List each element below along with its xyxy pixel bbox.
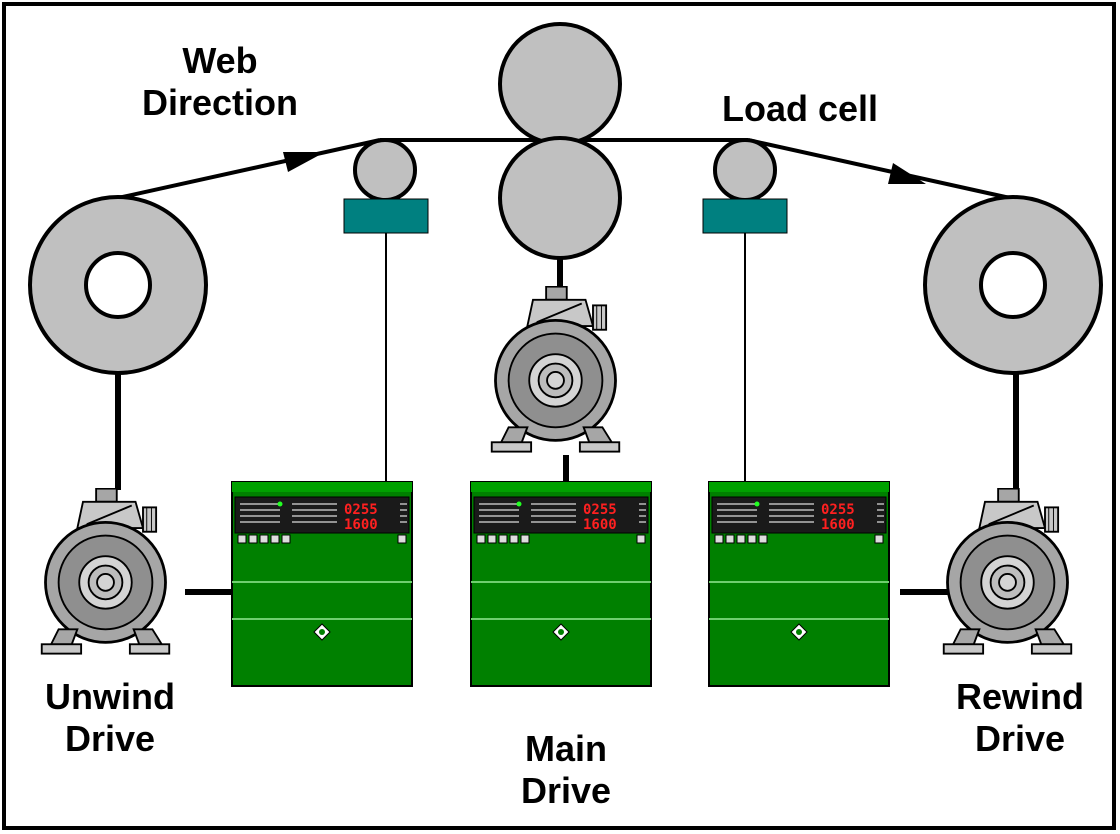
unwind-roll-icon (28, 195, 208, 375)
main-motor-icon (490, 286, 621, 454)
load-cell-label: Load cell (680, 88, 920, 130)
drive-display-panel (234, 496, 410, 534)
keypad-button (498, 534, 508, 544)
top-nip-roll-icon (498, 22, 622, 146)
drive-display-panel (711, 496, 887, 534)
right-load-cell (702, 198, 788, 234)
unwind-motor-icon (40, 488, 171, 656)
logo-center (796, 629, 802, 635)
keypad-button (714, 534, 724, 544)
logo-center (558, 629, 564, 635)
unwind-drive-line-1: Unwind (45, 676, 175, 717)
keypad-button (476, 534, 486, 544)
arrowhead-icon (283, 152, 325, 172)
rewind-roll-icon (923, 195, 1103, 375)
rewind-drive-line-2: Drive (974, 718, 1066, 759)
load-cell-text: Load cell (721, 88, 879, 129)
main-drive-line-1: Main (524, 728, 607, 769)
keypad-button (874, 534, 884, 544)
keypad-button (747, 534, 757, 544)
left-idler-roll-icon (353, 138, 417, 202)
display-line-1: 0255 (583, 502, 617, 518)
drive-top-strip (709, 482, 889, 492)
display-line-2: 1600 (583, 517, 617, 533)
rewind-drive-label: Rewind Drive (920, 676, 1120, 760)
web-direction-label: Web Direction (110, 40, 330, 124)
bottom-nip-roll-icon (498, 136, 622, 260)
keypad-button (281, 534, 291, 544)
main-drive-line-2: Drive (520, 770, 612, 811)
rewind-motor-icon (942, 488, 1073, 656)
keypad-button (270, 534, 280, 544)
drive-top-strip (471, 482, 651, 492)
keypad-button (758, 534, 768, 544)
display-line-2: 1600 (344, 517, 378, 533)
keypad-button (509, 534, 519, 544)
drive-shafts (115, 258, 1019, 595)
status-led-icon (754, 501, 760, 507)
keypad-button (487, 534, 497, 544)
web-direction-line-2: Direction (141, 82, 299, 123)
keypad-button (259, 534, 269, 544)
keypad-button (725, 534, 735, 544)
keypad-button (237, 534, 247, 544)
display-line-1: 0255 (344, 502, 378, 518)
display-line-2: 1600 (821, 517, 855, 533)
drive-top-strip (232, 482, 412, 492)
left-load-cell (343, 198, 429, 234)
keypad-button (636, 534, 646, 544)
display-line-1: 0255 (821, 502, 855, 518)
right-idler-roll-icon (713, 138, 777, 202)
unwind-drive-label: Unwind Drive (10, 676, 210, 760)
logo-center (319, 629, 325, 635)
keypad-button (736, 534, 746, 544)
status-led-icon (516, 501, 522, 507)
keypad-button (248, 534, 258, 544)
arrowhead-icon (888, 163, 926, 184)
rewind-drive-line-1: Rewind (955, 676, 1084, 717)
web-direction-line-1: Web (182, 40, 258, 81)
keypad-button (397, 534, 407, 544)
status-led-icon (277, 501, 283, 507)
unwind-drive-line-2: Drive (64, 718, 156, 759)
keypad-button (520, 534, 530, 544)
main-drive-label: Main Drive (466, 728, 666, 812)
drive-display-panel (473, 496, 649, 534)
